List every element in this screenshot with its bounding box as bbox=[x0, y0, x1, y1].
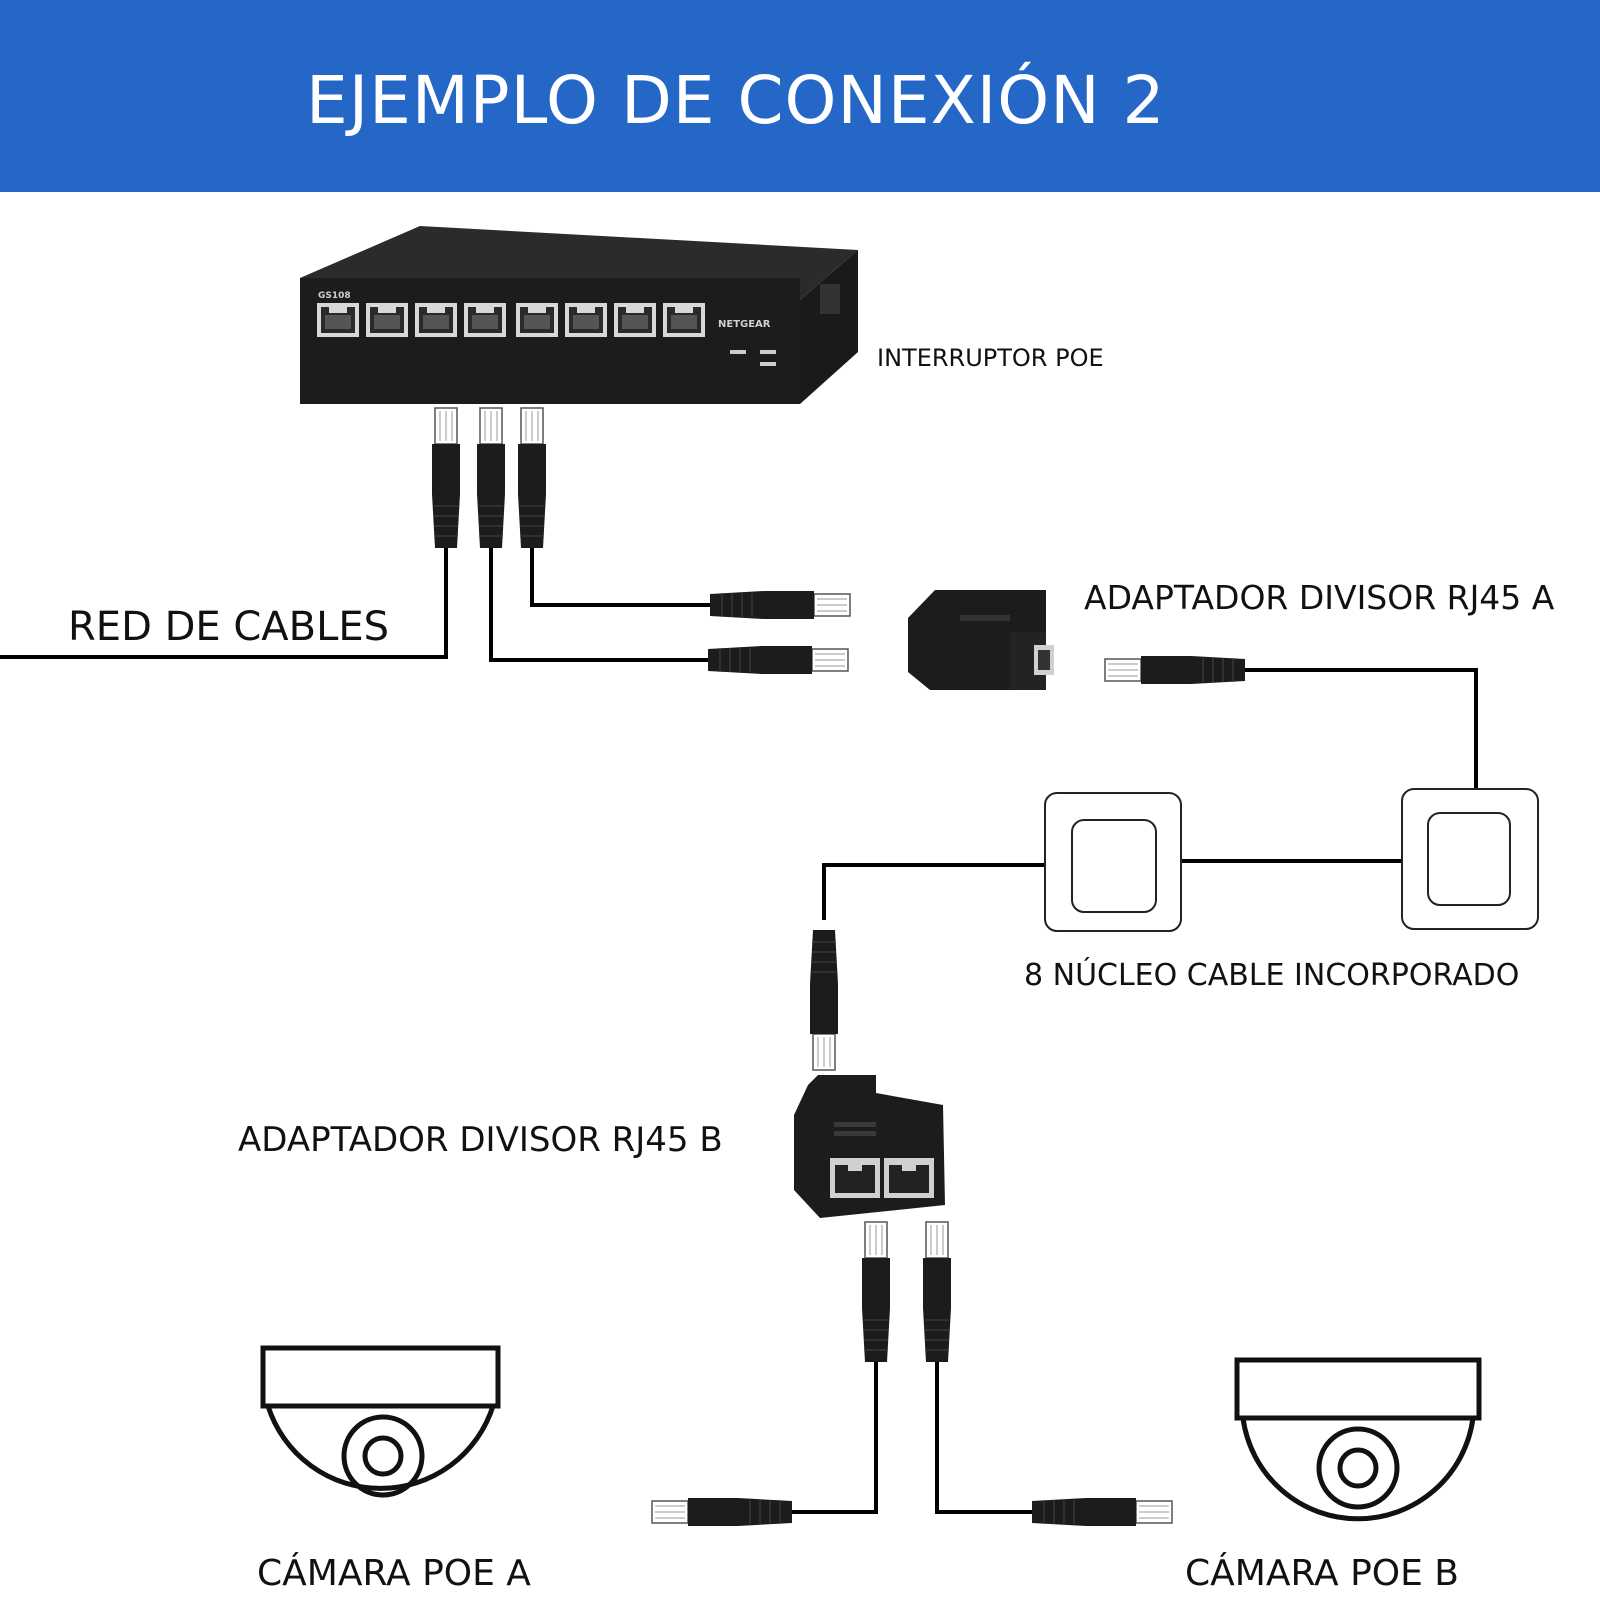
camera-a-label: CÁMARA POE A bbox=[257, 1553, 531, 1594]
plug-splitter-b-b bbox=[922, 1221, 952, 1363]
plug-splitter-b-a bbox=[861, 1221, 891, 1363]
network-label: RED DE CABLES bbox=[68, 604, 390, 650]
switch-label: INTERRUPTOR POE bbox=[877, 344, 1104, 372]
plug-switch-3 bbox=[517, 407, 547, 549]
switch-brand-text: NETGEAR bbox=[718, 319, 771, 330]
cable-splitter-b-to-camera-a bbox=[718, 1360, 878, 1514]
plug-camera-a bbox=[651, 1497, 793, 1527]
plug-switch-1 bbox=[431, 407, 461, 549]
cable-wall-to-splitter-b bbox=[822, 863, 1045, 920]
plug-to-splitter-a-upper bbox=[709, 590, 851, 620]
page-title: EJEMPLO DE CONEXIÓN 2 bbox=[306, 62, 1166, 139]
network-cable bbox=[0, 546, 448, 659]
splitter-a-label: ADAPTADOR DIVISOR RJ45 A bbox=[1084, 578, 1555, 617]
plug-from-splitter-a bbox=[1104, 655, 1246, 685]
plug-camera-b bbox=[1031, 1497, 1173, 1527]
title-banner: EJEMPLO DE CONEXIÓN 2 bbox=[0, 0, 1600, 192]
builtin-cable-label: 8 NÚCLEO CABLE INCORPORADO bbox=[1024, 958, 1520, 993]
plug-switch-2 bbox=[476, 407, 506, 549]
poe-switch: NETGEAR GS108 bbox=[300, 226, 858, 404]
splitter-b bbox=[794, 1075, 945, 1218]
camera-b-label: CÁMARA POE B bbox=[1185, 1553, 1460, 1594]
camera-b-icon bbox=[1234, 1357, 1482, 1522]
wall-plate-left bbox=[1044, 792, 1182, 932]
cable-splitter-b-to-camera-b bbox=[935, 1360, 1035, 1514]
cables bbox=[0, 546, 1478, 1514]
splitter-b-label: ADAPTADOR DIVISOR RJ45 B bbox=[238, 1120, 723, 1160]
plug-to-splitter-a-lower bbox=[707, 645, 849, 675]
cable-switch-to-splitter-a-upper bbox=[530, 546, 712, 607]
camera-a-icon bbox=[260, 1345, 501, 1498]
plug-to-splitter-b bbox=[809, 929, 839, 1071]
cable-switch-to-splitter-a-lower bbox=[489, 546, 710, 662]
switch-model-text: GS108 bbox=[318, 291, 351, 301]
cable-splitter-a-to-wall bbox=[1245, 668, 1478, 788]
splitter-a bbox=[908, 590, 1054, 690]
wall-plate-right bbox=[1401, 788, 1539, 930]
